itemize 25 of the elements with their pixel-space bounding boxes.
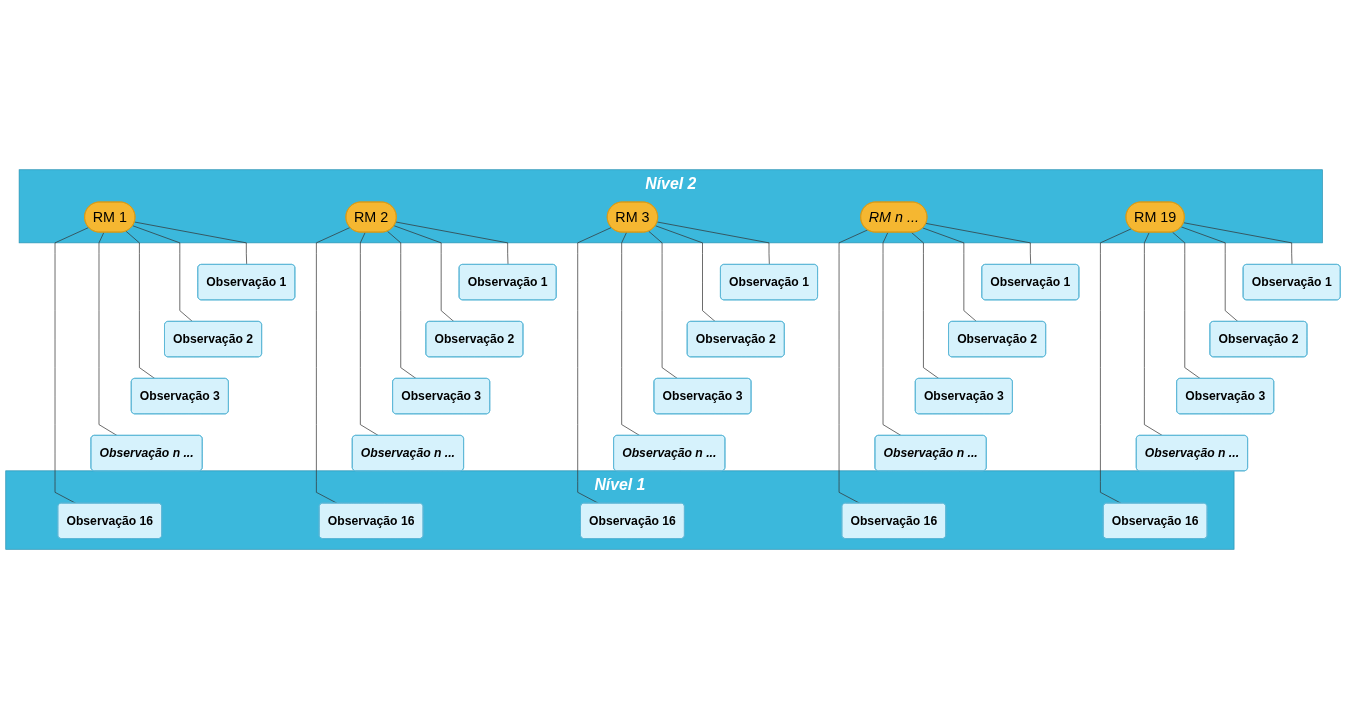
- connector: [393, 225, 455, 323]
- connector: [1180, 227, 1239, 323]
- connector: [911, 232, 940, 380]
- connector: [577, 227, 612, 505]
- connector: [925, 223, 1032, 266]
- connector: [648, 231, 679, 380]
- connector: [656, 222, 770, 266]
- connector: [1172, 232, 1201, 380]
- connector: [134, 222, 248, 266]
- connector: [882, 232, 902, 437]
- connector: [838, 230, 868, 505]
- connector: [316, 227, 351, 505]
- connector: [922, 228, 978, 323]
- connector: [1144, 232, 1164, 437]
- connector: [655, 225, 716, 323]
- connector: [125, 231, 156, 380]
- connector: [132, 225, 194, 323]
- connector: [98, 232, 118, 437]
- connector: [1183, 222, 1293, 266]
- connector: [387, 231, 417, 380]
- connector: [621, 232, 641, 437]
- connector: [54, 227, 90, 505]
- connector: [1100, 228, 1132, 505]
- connector: [395, 222, 509, 266]
- connector: [359, 232, 379, 437]
